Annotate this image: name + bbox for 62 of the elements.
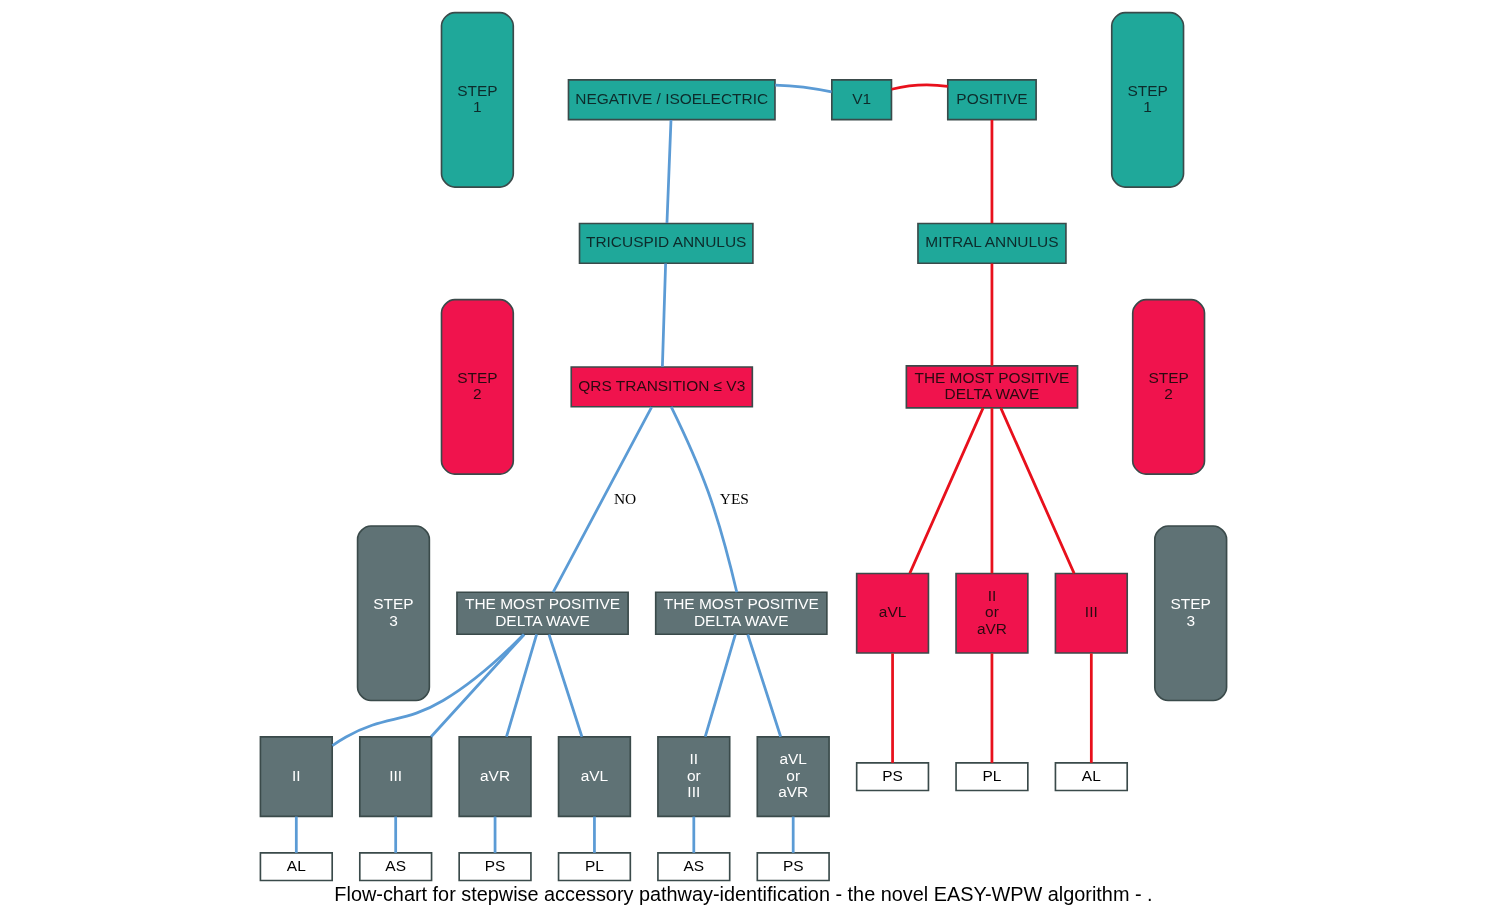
connector	[999, 407, 1075, 574]
connector	[990, 120, 993, 224]
node-box: POSITIVE	[946, 79, 1037, 121]
connector	[1089, 653, 1093, 763]
connector	[791, 816, 795, 853]
connector	[890, 653, 894, 763]
node-box: THE MOST POSITIVE DELTA WAVE	[455, 591, 629, 636]
caption: Flow-chart for stepwise accessory pathway-identification - the novel EASY-WPW algorithm - .	[333, 882, 1153, 905]
node-box: PS	[457, 852, 532, 882]
node-box: TRICUSPID ANNULUS	[578, 222, 754, 265]
node-box: AS	[656, 852, 731, 882]
edge-label: YES	[719, 490, 749, 508]
connector	[890, 83, 948, 91]
edge-label: NO	[613, 490, 636, 508]
connector	[908, 407, 984, 574]
node-box: aVL or aVR	[755, 736, 830, 818]
node-box: MITRAL ANNULUS	[916, 222, 1067, 265]
node-box: STEP 2	[1131, 298, 1205, 475]
node-box: II or aVR	[954, 572, 1029, 654]
connector	[669, 406, 738, 593]
node-box: aVR	[457, 736, 532, 818]
node-box: PS	[855, 762, 929, 792]
connector	[703, 634, 737, 738]
node-box: AL	[1054, 762, 1128, 792]
connector	[660, 263, 667, 367]
node-box: THE MOST POSITIVE DELTA WAVE	[905, 365, 1078, 409]
connector	[504, 634, 538, 738]
node-box: THE MOST POSITIVE DELTA WAVE	[654, 591, 828, 636]
node-box: III	[358, 736, 432, 818]
connector	[990, 263, 993, 366]
connector	[745, 634, 782, 738]
connector	[294, 816, 298, 853]
node-box: V1	[830, 79, 892, 121]
node-box: STEP 3	[356, 525, 430, 702]
connector	[551, 406, 653, 593]
node-box: aVL	[855, 572, 929, 654]
connector	[331, 633, 525, 747]
connector	[990, 653, 993, 763]
node-box: QRS TRANSITION ≤ V3	[569, 366, 753, 408]
node-box: STEP 2	[440, 298, 514, 475]
node-box: STEP 1	[1110, 11, 1184, 188]
node-box: NEGATIVE / ISOELECTRIC	[567, 79, 776, 121]
connector	[493, 816, 496, 853]
connector	[990, 407, 993, 574]
connector	[547, 634, 583, 738]
connector	[592, 816, 596, 853]
node-box: AS	[358, 852, 432, 882]
node-box: AL	[259, 852, 333, 882]
node-box: PL	[954, 762, 1029, 792]
node-box: II	[259, 736, 333, 818]
node-box: PS	[755, 852, 830, 882]
node-box: STEP 1	[440, 11, 514, 188]
node-box: aVL	[557, 736, 631, 818]
node-box: III	[1054, 572, 1128, 654]
connector	[429, 633, 525, 738]
node-box: STEP 3	[1153, 525, 1227, 702]
connector	[393, 816, 397, 853]
node-box: II or III	[656, 736, 731, 818]
connector	[774, 83, 832, 94]
connector	[665, 119, 672, 224]
connector	[691, 816, 695, 853]
node-box: PL	[557, 852, 631, 882]
